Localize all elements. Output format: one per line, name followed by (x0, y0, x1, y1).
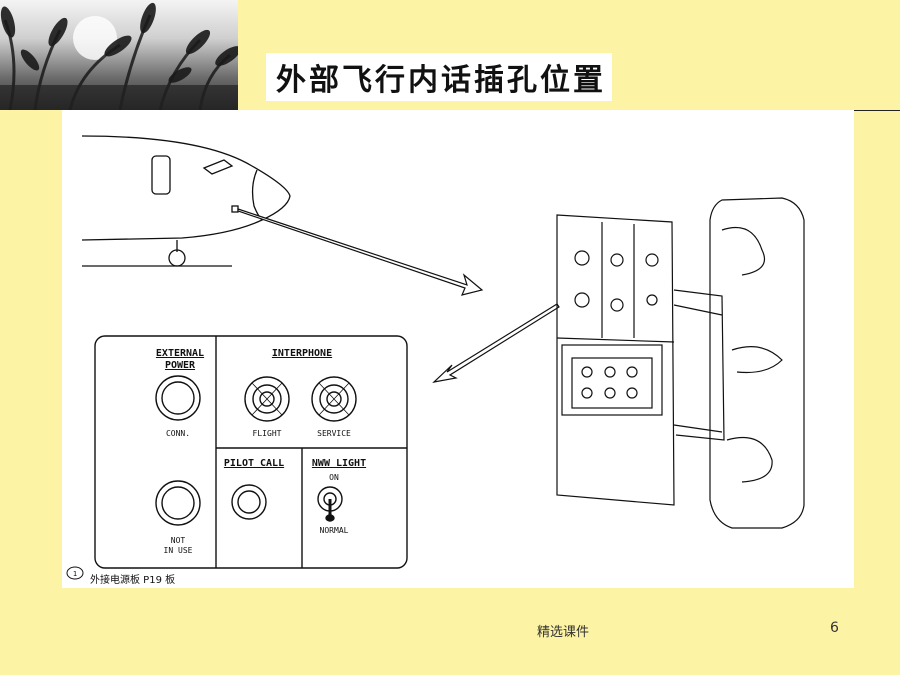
page-number: 6 (830, 620, 839, 636)
aircraft-nose-drawing (81, 135, 291, 267)
nww-light-toggle-icon (317, 486, 343, 522)
figure-drawing: EXTERNAL POWER CONN. INTERPHONE FLIGHT S… (66, 135, 805, 586)
caption-number-icon: 1 (66, 566, 84, 580)
not-label: NOT (171, 536, 186, 545)
caption-number: 1 (73, 570, 77, 578)
conn-connector-icon (155, 375, 201, 421)
pilot-call-label: PILOT CALL (224, 458, 284, 469)
pointer-arrows (237, 208, 560, 383)
external-power-label-line1: EXTERNAL (156, 348, 204, 359)
panel-detail-box (94, 335, 408, 569)
service-label: SERVICE (317, 429, 351, 438)
conn-label: CONN. (166, 429, 190, 438)
title-box: 外部飞行内话插孔位置 (266, 53, 612, 101)
wheat-field-photo (0, 0, 238, 110)
external-power-label-line2: POWER (165, 360, 196, 371)
interphone-label: INTERPHONE (272, 348, 332, 359)
service-jack-icon (311, 376, 357, 422)
panel-perspective-drawing (556, 197, 805, 529)
slide-title: 外部飞行内话插孔位置 (276, 63, 606, 98)
footer-label: 精选课件 (537, 625, 590, 640)
figure-caption: 外接电源板 P19 板 (90, 573, 175, 586)
flight-label: FLIGHT (253, 429, 282, 438)
flight-jack-icon (244, 376, 290, 422)
nww-light-label: NWW LIGHT (312, 458, 366, 469)
pilot-call-jack-icon (231, 484, 267, 520)
panel-location-figure: EXTERNAL POWER CONN. INTERPHONE FLIGHT S… (62, 110, 854, 588)
not-in-use-connector-icon (155, 480, 201, 526)
wheat-silhouette-icon (0, 2, 238, 110)
normal-label: NORMAL (320, 526, 349, 535)
in-use-label: IN USE (164, 546, 193, 555)
on-label: ON (329, 473, 339, 482)
